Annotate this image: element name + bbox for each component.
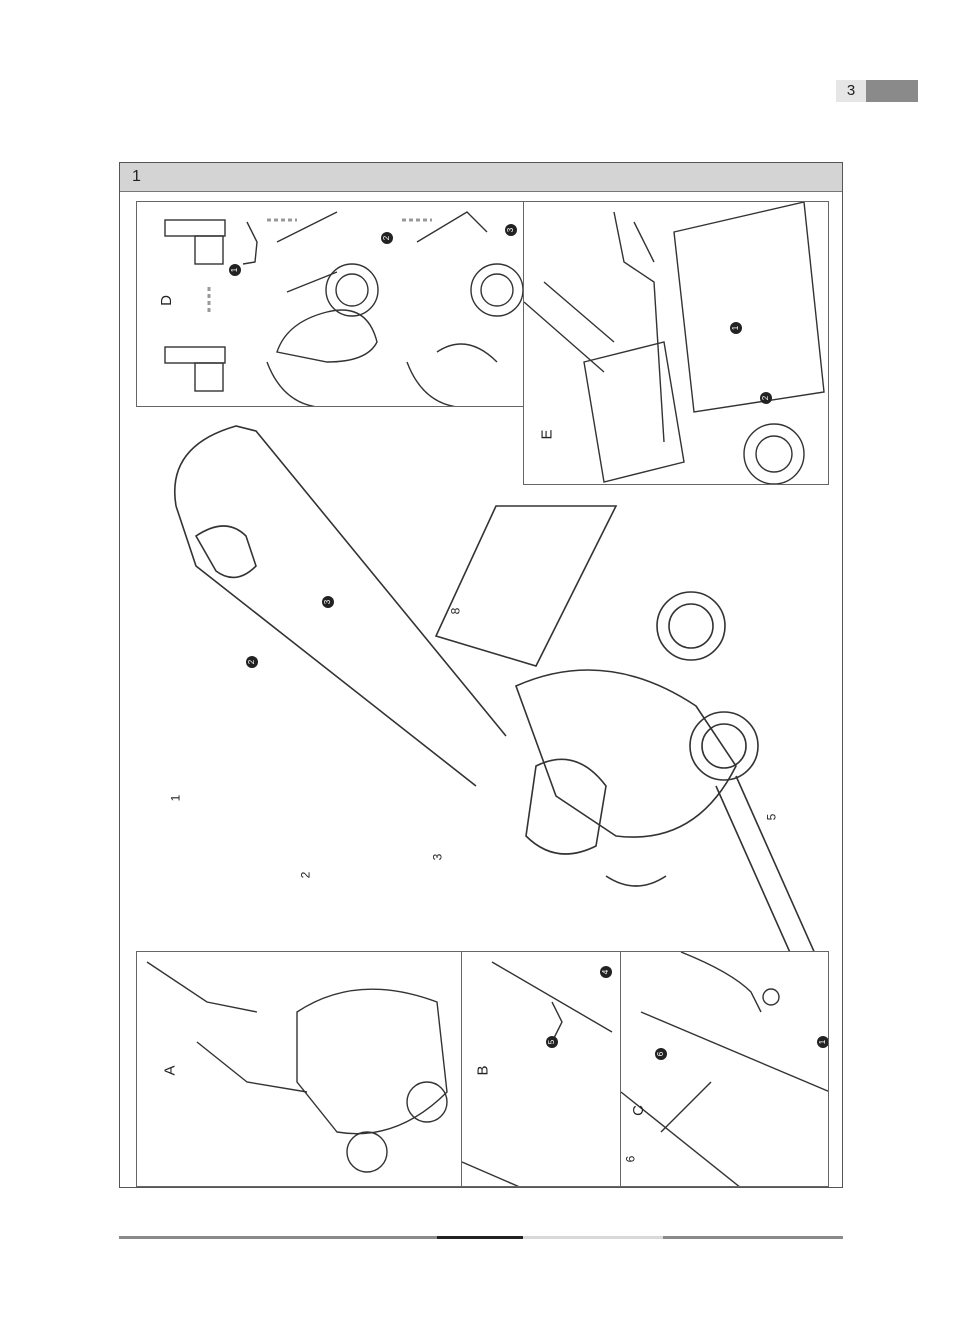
footer-bar-light [523, 1236, 663, 1239]
panel-a: A [136, 951, 462, 1187]
panel-e: E 1 2 [523, 201, 829, 485]
main-callout-8: 8 [448, 607, 463, 615]
panel-b: B 4 5 [461, 951, 621, 1187]
panel-c-illustration [621, 952, 828, 1186]
main-bubble-3: 3 [322, 596, 334, 608]
panel-c: C 1 6 6 [620, 951, 829, 1187]
panel-d-callout-3: 3 [505, 224, 517, 236]
panel-b-illustration [462, 961, 613, 1186]
scarifier-overview-drawing [174, 425, 815, 951]
main-callout-1: 1 [168, 794, 183, 802]
panel-c-label: C [629, 1105, 647, 1116]
page-number: 3 [836, 80, 866, 102]
figure-frame: 1 D 1 2 3 [119, 162, 843, 1188]
page-tab-marker [866, 80, 918, 102]
main-callout-2: 2 [298, 871, 313, 879]
panel-d-callout-1: 1 [229, 264, 241, 276]
figure-number: 1 [132, 168, 141, 185]
panel-a-label: A [161, 1065, 179, 1076]
panel-e-illustration [524, 202, 825, 484]
main-bubble-2: 2 [246, 656, 258, 668]
figure-header: 1 [120, 163, 842, 192]
panel-c-callout-1: 1 [817, 1036, 828, 1048]
main-callout-5: 5 [764, 813, 779, 821]
panel-d: D 1 2 3 [136, 201, 524, 407]
footer-bar-left [119, 1236, 437, 1239]
panel-b-callout-5: 5 [546, 1036, 558, 1048]
panel-d-callout-2: 2 [381, 232, 393, 244]
panel-d-illustration [164, 211, 523, 406]
panel-e-callout-1: 1 [730, 322, 742, 334]
footer-bar-right [663, 1236, 843, 1239]
panel-a-illustration [146, 961, 448, 1173]
panel-b-callout-4: 4 [600, 966, 612, 978]
panel-b-label: B [474, 1065, 492, 1076]
panel-d-label: D [157, 295, 175, 306]
main-illustration: 1 2 3 4 5 7 8 2 3 [136, 406, 828, 951]
panel-e-callout-2: 2 [760, 392, 772, 404]
main-callout-3: 3 [430, 853, 445, 861]
panel-c-callout-6a: 6 [655, 1048, 667, 1060]
footer-bar-dark [437, 1236, 523, 1239]
panel-c-callout-6b: 6 [623, 1155, 638, 1163]
